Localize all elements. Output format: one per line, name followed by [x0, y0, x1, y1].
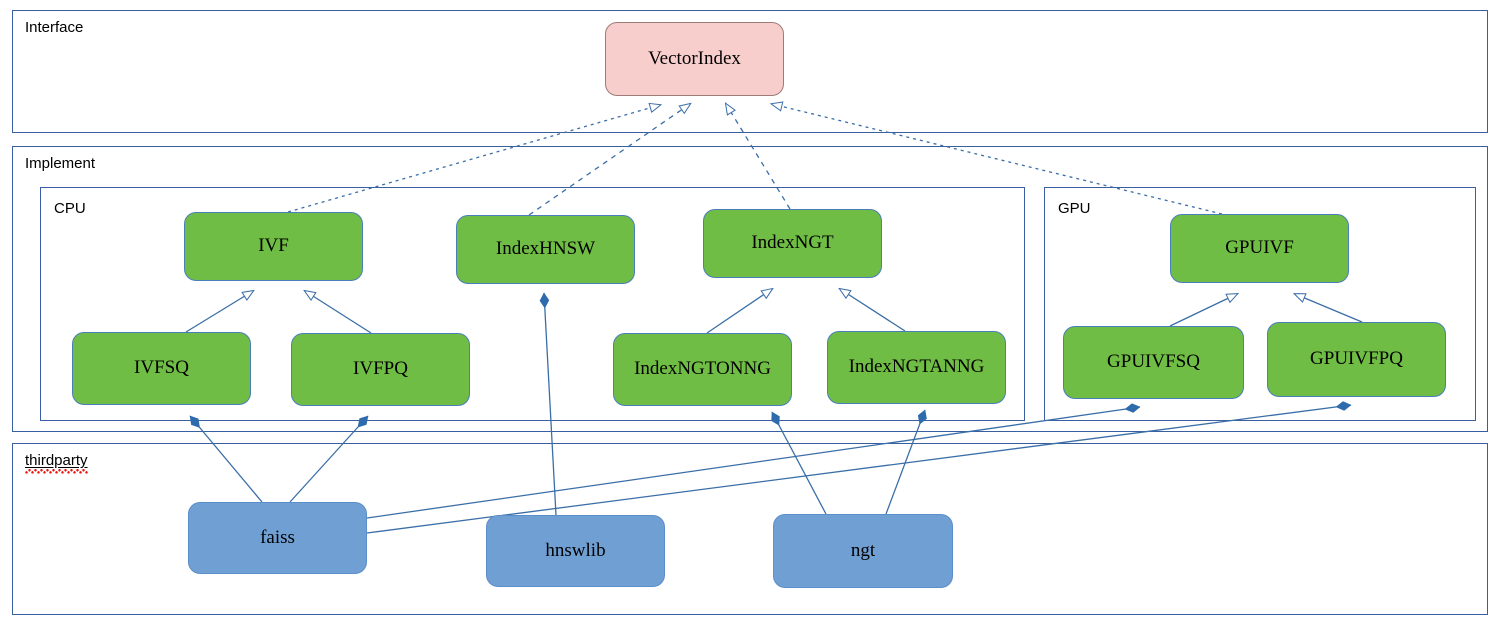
container-label-gpu: GPU [1058, 200, 1091, 217]
node-indexhnsw[interactable]: IndexHNSW [456, 215, 635, 284]
node-gpuivfpq[interactable]: GPUIVFPQ [1267, 322, 1446, 397]
container-label-interface: Interface [25, 19, 84, 36]
node-ngt[interactable]: ngt [773, 514, 953, 588]
node-label-ivfsq: IVFSQ [134, 357, 189, 379]
node-gpuivf[interactable]: GPUIVF [1170, 214, 1349, 283]
node-label-indexngtonng: IndexNGTONNG [634, 358, 771, 380]
container-label-cpu: CPU [54, 200, 86, 217]
node-ivfpq[interactable]: IVFPQ [291, 333, 470, 406]
node-label-gpuivfsq: GPUIVFSQ [1107, 351, 1200, 373]
node-vectorindex[interactable]: VectorIndex [605, 22, 784, 96]
node-indexngtonng[interactable]: IndexNGTONNG [613, 333, 792, 406]
node-label-indexhnsw: IndexHNSW [495, 238, 596, 260]
node-label-hnswlib: hnswlib [545, 539, 606, 561]
node-gpuivfsq[interactable]: GPUIVFSQ [1063, 326, 1244, 399]
container-label-thirdparty: thirdparty [25, 452, 88, 474]
node-ivfsq[interactable]: IVFSQ [72, 332, 251, 405]
node-label-gpuivfpq: GPUIVFPQ [1310, 348, 1403, 370]
node-label-indexngtanng: IndexNGTANNG [848, 356, 985, 378]
node-label-faiss: faiss [260, 526, 295, 548]
node-indexngtanng[interactable]: IndexNGTANNG [827, 331, 1006, 404]
node-label-ivfpq: IVFPQ [353, 358, 408, 380]
node-hnswlib[interactable]: hnswlib [486, 515, 665, 587]
node-label-ngt: ngt [850, 539, 876, 561]
node-ivf[interactable]: IVF [184, 212, 363, 281]
node-label-vectorindex: VectorIndex [648, 47, 741, 69]
node-label-gpuivf: GPUIVF [1225, 237, 1294, 259]
node-label-indexngt: IndexNGT [751, 232, 834, 254]
node-indexngt[interactable]: IndexNGT [703, 209, 882, 278]
container-label-implement: Implement [25, 155, 96, 172]
node-label-ivf: IVF [258, 235, 289, 257]
node-faiss[interactable]: faiss [188, 502, 367, 574]
